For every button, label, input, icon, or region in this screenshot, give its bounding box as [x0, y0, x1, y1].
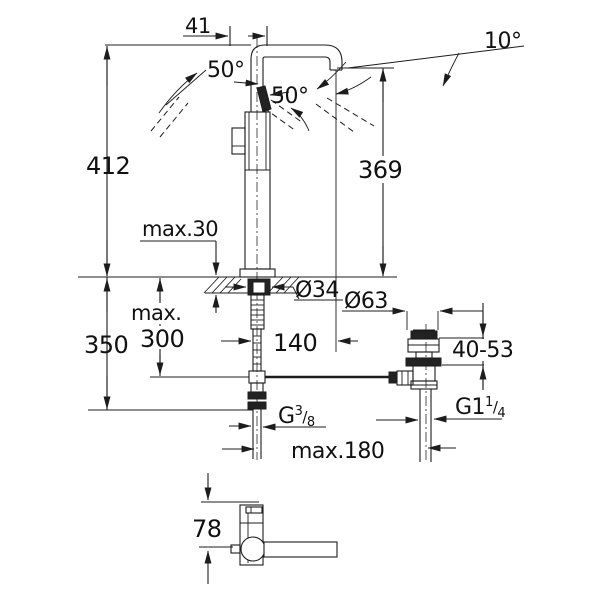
waste-flange	[407, 338, 440, 353]
waste-plug	[410, 330, 438, 340]
side-body	[239, 504, 264, 566]
dim-clamp-40-53: 40-53	[439, 303, 515, 390]
dim-side-78: 78	[192, 473, 259, 584]
dim-label-50deg-left: 50°	[207, 58, 245, 83]
dim-label-40-53: 40-53	[452, 338, 513, 363]
dim-hole-dia34: Ø34	[225, 278, 343, 303]
dim-label-41: 41	[185, 14, 211, 38]
supply-shank	[247, 294, 267, 459]
dim-hose-max300: max. 300	[128, 278, 249, 378]
lever-handle	[256, 85, 272, 113]
pop-up-linkage	[265, 370, 414, 386]
dim-label-max: max.	[131, 301, 181, 325]
base-plate	[239, 268, 276, 278]
dim-angle-50-left: 50°	[207, 58, 259, 87]
dim-label-max30: max.30	[142, 217, 218, 241]
handle-swing-right	[263, 99, 310, 132]
dim-offset-41: 41	[183, 14, 268, 46]
dim-label-50deg-right: 50°	[271, 84, 309, 109]
dim-label-dia34: Ø34	[295, 278, 339, 303]
supply-nut-upper	[247, 391, 267, 400]
dim-height-412: 412	[86, 46, 131, 277]
dim-projection-140: 140	[221, 70, 358, 357]
supply-nut-lower	[247, 401, 267, 410]
waste-gasket	[405, 357, 442, 367]
dim-angle-10: 10°	[347, 29, 525, 87]
dim-label-300: 300	[140, 325, 184, 353]
dim-below-350: 350	[84, 277, 253, 411]
waste-body	[412, 365, 436, 382]
side-lever	[263, 541, 338, 558]
dim-label-412: 412	[86, 152, 130, 180]
dim-label-10deg: 10°	[484, 29, 522, 54]
handle-socket	[231, 127, 246, 155]
linkage-joint	[396, 370, 414, 386]
dim-label-78: 78	[192, 515, 222, 543]
dim-label-140: 140	[273, 329, 317, 357]
dim-distance-max180: max.180	[222, 439, 456, 464]
dim-angle-50-right: 50°	[269, 84, 309, 109]
faucet-body	[231, 85, 276, 278]
dim-waste-thread-g114: G11/4	[376, 395, 506, 424]
side-slot	[245, 506, 263, 514]
dim-label-g114: G11/4	[455, 395, 505, 421]
dim-label-350: 350	[84, 331, 128, 359]
side-cartridge-pin	[230, 544, 241, 554]
dim-label-369: 369	[358, 156, 402, 184]
side-handle-hub	[240, 536, 266, 562]
dim-deck-max30: max.30	[140, 217, 220, 313]
pop-up-waste	[265, 324, 442, 462]
faucet-side-view	[230, 504, 338, 566]
dim-label-max180: max.180	[291, 439, 384, 464]
dim-spout-height-369: 369	[337, 67, 406, 277]
spout-tilt-indicators	[315, 61, 375, 133]
dim-label-dia63: Ø63	[344, 289, 388, 314]
dim-supply-thread-g38: G3/8	[229, 404, 326, 431]
handle-swing-left	[150, 69, 207, 138]
dim-flange-dia63: Ø63	[342, 289, 483, 330]
dim-label-g38: G3/8	[278, 404, 315, 430]
mounting-deck	[78, 276, 397, 296]
